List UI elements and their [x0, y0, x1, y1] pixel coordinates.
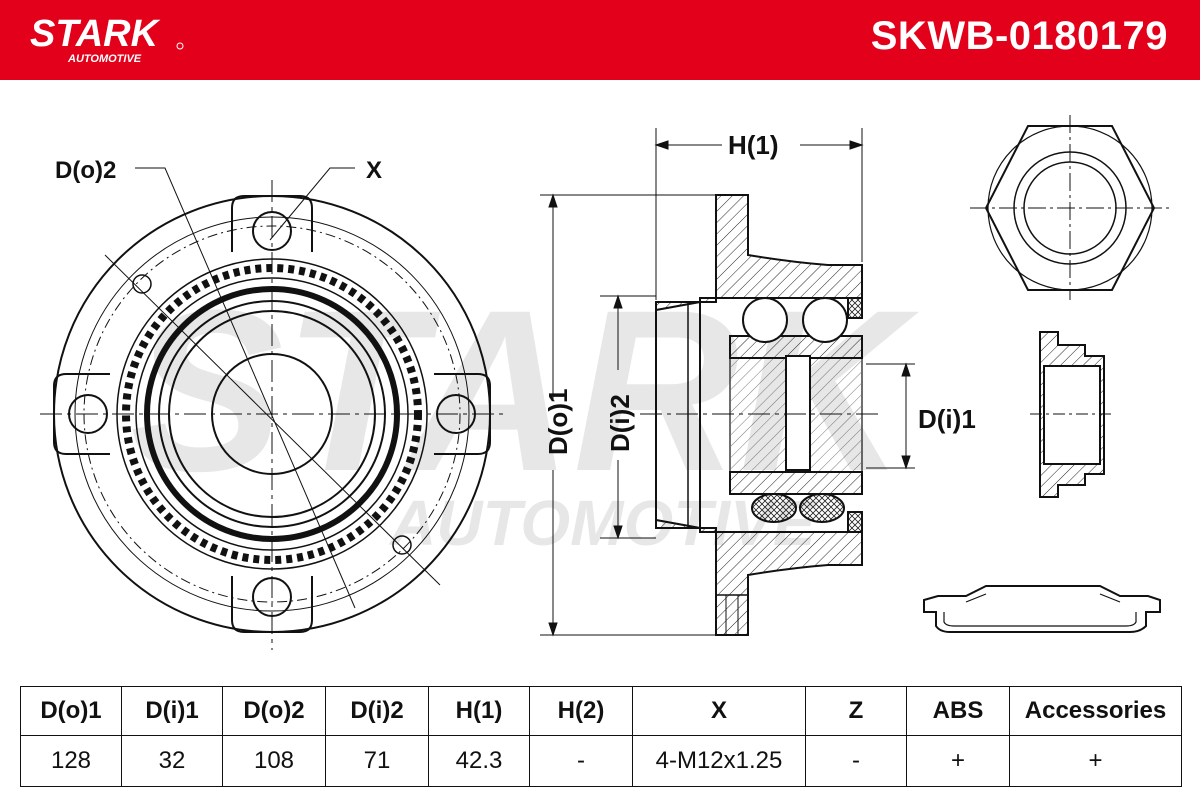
hub-bore-section: [655, 301, 701, 529]
small-hole-top-left: [132, 274, 152, 294]
cell-do1: 128: [20, 735, 122, 787]
ball-top-left: [742, 297, 788, 343]
header-do2: D(o)2: [222, 686, 326, 736]
dust-cap-view: [923, 585, 1161, 633]
cell-do2: 108: [222, 735, 326, 787]
wheel-stud: [715, 594, 749, 636]
part-number: SKWB-0180179: [870, 14, 1168, 58]
header-bar: STARK AUTOMOTIVE SKWB-0180179: [0, 0, 1200, 80]
inner-ring-bottom: [729, 471, 863, 495]
cell-x: 4-M12x1.25: [632, 735, 806, 787]
label-do1: D(o)1: [543, 389, 573, 455]
small-hole-bottom-right: [392, 535, 412, 555]
front-view: [40, 167, 505, 650]
header-accessories: Accessories: [1009, 686, 1182, 736]
header-z: Z: [805, 686, 907, 736]
header-do1: D(o)1: [20, 686, 122, 736]
header-di2: D(i)2: [325, 686, 429, 736]
cell-di1: 32: [121, 735, 223, 787]
header-x: X: [632, 686, 806, 736]
ball-top-right: [802, 297, 848, 343]
hex-nut-view: [970, 115, 1170, 300]
label-di1: D(i)1: [918, 404, 976, 434]
diagonal-centerline: [104, 254, 441, 586]
header-abs: ABS: [906, 686, 1010, 736]
table-row: 128 32 108 71 42.3 - 4-M12x1.25 - + +: [20, 735, 1182, 787]
logo-brand-text: STARK: [30, 13, 161, 55]
specs-header-row: D(o)1 D(i)1 D(o)2 D(i)2 H(1) H(2) X Z AB…: [20, 686, 1182, 736]
cell-z: -: [805, 735, 907, 787]
logo-sub-text: AUTOMOTIVE: [67, 53, 142, 65]
stark-logo: STARK AUTOMOTIVE: [30, 13, 184, 65]
label-h1: H(1): [728, 130, 779, 160]
registered-icon: [176, 42, 184, 50]
ball-bottom-left: [751, 493, 797, 523]
inner-ring-top: [729, 335, 863, 359]
label-do2: D(o)2: [55, 157, 116, 184]
flange-section-bottom: [655, 518, 863, 636]
seal-top: [847, 297, 863, 319]
label-di2: D(i)2: [605, 394, 635, 452]
ball-bottom-right: [799, 493, 845, 523]
cell-h1: 42.3: [428, 735, 530, 787]
seal-bottom: [847, 511, 863, 533]
header-h1: H(1): [428, 686, 530, 736]
cell-h2: -: [529, 735, 633, 787]
specs-table: D(o)1 D(i)1 D(o)2 D(i)2 H(1) H(2) X Z AB…: [20, 686, 1182, 787]
cell-di2: 71: [325, 735, 429, 787]
cell-accessories: +: [1009, 735, 1182, 787]
dimension-lines: [540, 128, 915, 637]
do2-leader: [135, 167, 356, 609]
x-leader: [269, 167, 355, 241]
header-h2: H(2): [529, 686, 633, 736]
technical-drawing: STARK AUTOMOTIVE ®: [40, 115, 1170, 650]
header-di1: D(i)1: [121, 686, 223, 736]
label-x: X: [366, 157, 382, 184]
nut-section-view: [1030, 331, 1115, 498]
section-view: [655, 194, 863, 636]
flange-section-top: [655, 194, 863, 312]
cell-abs: +: [906, 735, 1010, 787]
inner-race-gap: [785, 355, 811, 471]
